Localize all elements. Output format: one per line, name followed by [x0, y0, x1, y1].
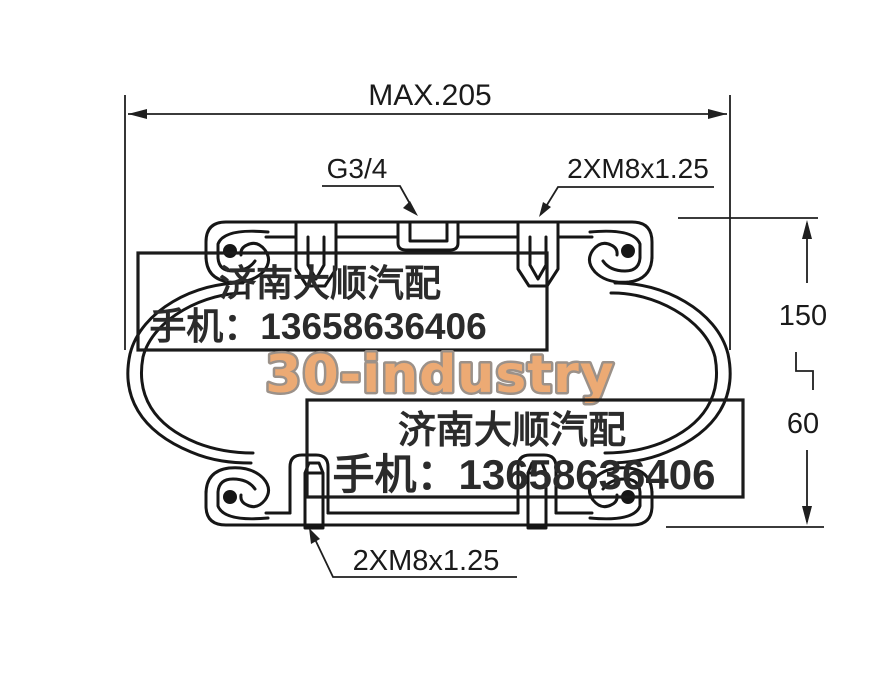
dimension-heights: 150 60: [666, 217, 827, 528]
air-port-boss: [396, 220, 460, 252]
top-left-blind-nut: [294, 222, 338, 288]
callout-bottom-studs: 2XM8x1.25: [309, 528, 517, 578]
top-right-blind-nut: [516, 222, 560, 288]
bottom-right-stud-boss: [516, 453, 558, 515]
arrowhead-left: [128, 109, 147, 119]
top-studs-leader: [541, 186, 714, 214]
top-right-bead-wire: [621, 244, 635, 258]
watermark-box-bottom: [305, 398, 745, 499]
bottom-right-stud: [526, 461, 548, 530]
seller-top-line1: 济南大顺汽配: [219, 263, 441, 304]
seller-bottom-line2: 手机：13658636406: [333, 451, 716, 498]
bellows-right-wall-outer: [605, 281, 732, 465]
bottom-studs-arrowhead: [309, 528, 320, 544]
callout-air-port: G3/4: [322, 153, 418, 216]
air-port-leader: [322, 185, 415, 212]
bottom-plate-outline: [204, 490, 654, 527]
dim-break-step: [795, 352, 814, 390]
height-arrowhead-down: [802, 506, 812, 525]
bellows-left-wall-inner: [140, 291, 255, 455]
bottom-right-crimp-curl: [588, 466, 654, 509]
arrowhead-right: [708, 109, 727, 119]
height-lower-label: 60: [787, 408, 819, 440]
bottom-left-crimp-curl-inner: [216, 477, 270, 521]
brand-watermark: 30-industry: [265, 345, 614, 405]
top-left-bead-wire: [223, 244, 237, 258]
bellows-right-wall-inner: [603, 291, 718, 455]
watermark-seller-top: 济南大顺汽配 手机：13658636406: [136, 251, 549, 352]
bottom-left-crimp-curl: [204, 466, 270, 509]
top-left-crimp-curl: [204, 241, 270, 284]
height-arrowhead-up: [802, 220, 812, 239]
bellows-left-wall-outer: [126, 281, 253, 465]
watermark-box-top: [136, 251, 549, 352]
top-left-crimp-curl-inner: [216, 229, 270, 273]
callout-top-studs: 2XM8x1.25: [539, 153, 714, 217]
air-port-bore: [408, 220, 449, 243]
seller-bottom-line1: 济南大顺汽配: [398, 410, 626, 452]
top-left-blind-nut-bore: [306, 235, 326, 281]
air-spring-part: [126, 220, 732, 530]
top-right-crimp-curl-inner: [588, 229, 642, 273]
watermark-seller-bottom: 济南大顺汽配 手机：13658636406: [305, 398, 745, 499]
top-plate-outline: [204, 220, 654, 260]
top-right-blind-nut-bore: [528, 235, 548, 281]
bottom-right-crimp-curl-inner: [588, 477, 642, 521]
air-port-arrowhead: [403, 201, 418, 216]
air-port-label: G3/4: [327, 153, 388, 184]
top-studs-label: 2XM8x1.25: [567, 153, 709, 184]
bottom-left-stud-boss: [288, 453, 330, 515]
max-width-label: MAX.205: [368, 79, 491, 112]
bottom-studs-label: 2XM8x1.25: [353, 545, 500, 577]
seller-top-line2: 手机：13658636406: [149, 306, 486, 347]
bottom-left-bead-wire: [223, 490, 237, 504]
dimension-max-width: MAX.205: [124, 79, 731, 350]
top-studs-arrowhead: [539, 202, 551, 217]
bottom-studs-leader: [311, 532, 517, 578]
height-upper-label: 150: [779, 300, 827, 332]
top-right-crimp-curl: [588, 241, 654, 284]
